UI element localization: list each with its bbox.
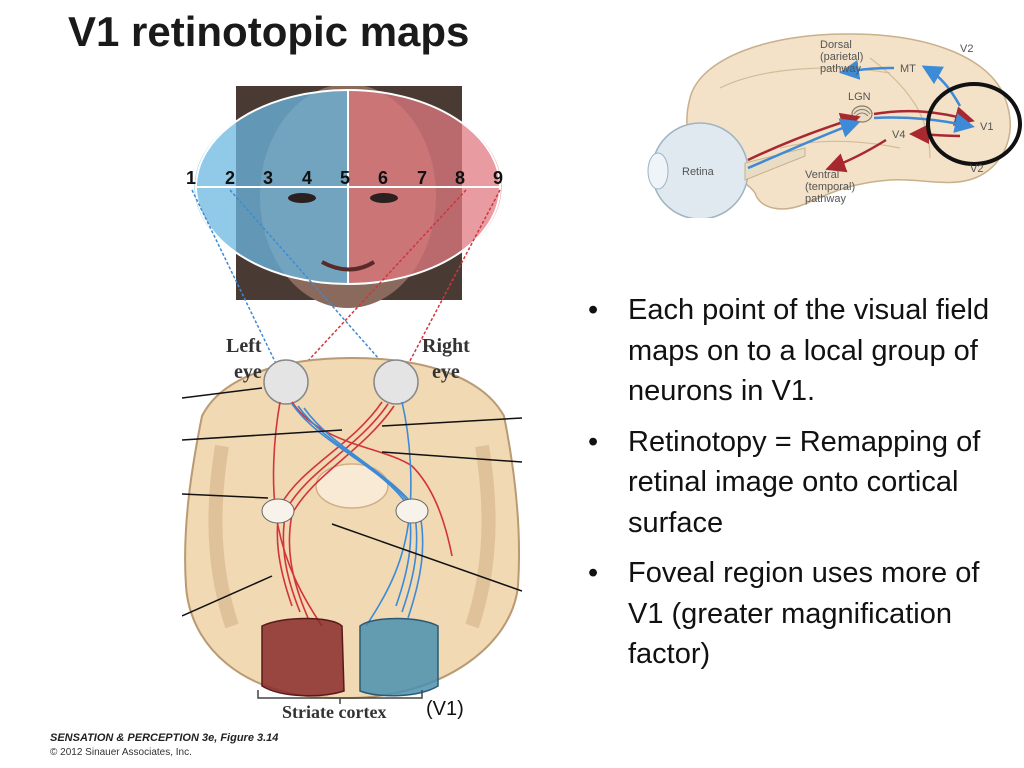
dorsal-label: Dorsal xyxy=(820,39,852,51)
dorsal-sub2-label: pathway xyxy=(820,63,861,75)
left-striate-cortex xyxy=(262,619,344,696)
left-eye-label: Left xyxy=(226,335,262,357)
ventricle xyxy=(316,464,388,508)
slide-title: V1 retinotopic maps xyxy=(68,8,469,56)
field-number: 7 xyxy=(417,168,427,188)
field-number-list: 1 2 3 4 5 6 7 8 9 xyxy=(186,168,503,188)
field-number: 8 xyxy=(455,168,465,188)
v4-label: V4 xyxy=(892,129,905,141)
v2-bottom-label: V2 xyxy=(970,163,983,175)
striate-cortex-label: Striate cortex xyxy=(282,702,386,722)
field-number: 5 xyxy=(340,168,350,188)
mt-label: MT xyxy=(900,63,916,75)
right-striate-cortex xyxy=(360,619,438,696)
right-lgn xyxy=(396,499,428,523)
field-number: 9 xyxy=(493,168,503,188)
right-eye-label: Right xyxy=(422,335,470,357)
retina-label: Retina xyxy=(682,166,715,178)
face-eye-right xyxy=(370,193,398,203)
ventral-sub2-label: pathway xyxy=(805,193,846,205)
ventral-label: Ventral xyxy=(805,169,839,181)
v1-label: V1 xyxy=(980,121,993,133)
visual-pathways-diagram: Dorsal (parietal) pathway V2 MT LGN V1 V… xyxy=(630,28,1022,218)
field-number: 3 xyxy=(263,168,273,188)
eye-lens xyxy=(648,153,668,189)
left-eyeball xyxy=(264,360,308,404)
v1-annotation: (V1) xyxy=(426,698,464,721)
face-eye-left xyxy=(288,193,316,203)
field-number: 2 xyxy=(225,168,235,188)
bullet-list: Each point of the visual field maps on t… xyxy=(586,290,1006,685)
field-number: 4 xyxy=(302,168,312,188)
figure-credit: SENSATION & PERCEPTION 3e, Figure 3.14 xyxy=(50,732,278,744)
brain-cross-section xyxy=(185,358,519,698)
field-number: 1 xyxy=(186,168,196,188)
dorsal-sub1-label: (parietal) xyxy=(820,51,863,63)
right-eye-label: eye xyxy=(432,361,460,383)
left-eye-label: eye xyxy=(234,361,262,383)
bullet-item: Each point of the visual field maps on t… xyxy=(586,290,1006,412)
visual-field-mapping-figure: 1 2 3 4 5 6 7 8 9 xyxy=(182,86,522,726)
ventral-sub1-label: (temporal) xyxy=(805,181,855,193)
copyright-credit: © 2012 Sinauer Associates, Inc. xyxy=(50,747,192,758)
right-eyeball xyxy=(374,360,418,404)
bullet-item: Foveal region uses more of V1 (greater m… xyxy=(586,553,1006,675)
field-number: 6 xyxy=(378,168,388,188)
bullet-item: Retinotopy = Remapping of retinal image … xyxy=(586,422,1006,544)
lgn-label: LGN xyxy=(848,91,871,103)
left-lgn xyxy=(262,499,294,523)
v2-top-label: V2 xyxy=(960,43,973,55)
